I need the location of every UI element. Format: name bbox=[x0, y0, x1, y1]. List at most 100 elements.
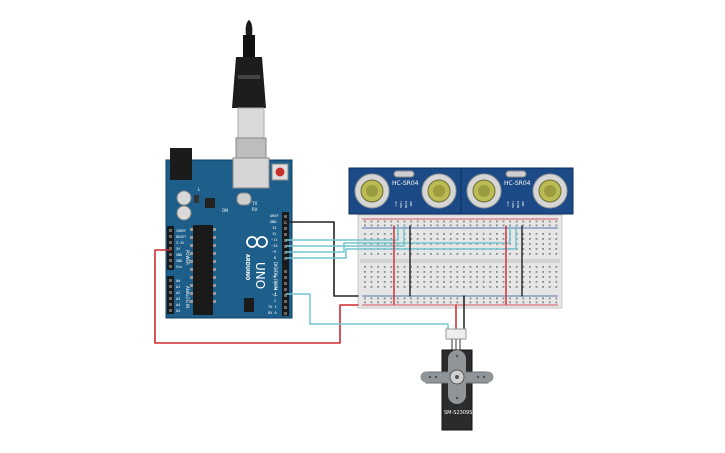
breadboard-hole bbox=[449, 286, 452, 288]
breadboard-hole bbox=[482, 301, 485, 304]
breadboard-hole bbox=[397, 220, 399, 223]
breadboard-hole bbox=[364, 301, 366, 304]
breadboard-hole bbox=[456, 220, 459, 223]
breadboard-hole bbox=[403, 281, 406, 283]
breadboard-hole bbox=[469, 220, 472, 223]
breadboard-hole bbox=[529, 238, 531, 240]
breadboard-hole bbox=[449, 276, 452, 278]
breadboard-hole bbox=[502, 233, 505, 235]
breadboard-hole bbox=[476, 224, 478, 227]
breadboard-hole bbox=[529, 224, 531, 227]
breadboard-hole bbox=[456, 276, 459, 278]
breadboard-hole bbox=[482, 271, 485, 273]
breadboard-hole bbox=[502, 301, 505, 304]
breadboard-hole bbox=[403, 253, 406, 255]
breadboard-hole bbox=[436, 233, 439, 235]
pin-label: GND bbox=[270, 220, 277, 224]
breadboard-hole bbox=[542, 224, 544, 227]
breadboard-hole bbox=[489, 276, 492, 278]
breadboard-hole bbox=[555, 238, 558, 240]
breadboard-hole bbox=[555, 233, 558, 235]
atmega-chip bbox=[193, 225, 213, 315]
breadboard-hole bbox=[456, 253, 459, 255]
breadboard-hole bbox=[476, 297, 478, 300]
breadboard-hole bbox=[482, 224, 485, 227]
breadboard-hole bbox=[548, 233, 551, 235]
breadboard-hole bbox=[522, 276, 525, 278]
breadboard-hole bbox=[364, 233, 366, 235]
breadboard-hole bbox=[542, 248, 544, 250]
breadboard-hole bbox=[456, 297, 459, 300]
breadboard-hole bbox=[542, 233, 544, 235]
breadboard-hole bbox=[443, 224, 445, 227]
breadboard-hole bbox=[489, 233, 492, 235]
breadboard-hole bbox=[456, 233, 459, 235]
breadboard-hole bbox=[397, 276, 399, 278]
wire-signal[interactable] bbox=[285, 225, 511, 253]
breadboard-hole bbox=[383, 243, 386, 245]
breadboard-hole bbox=[522, 281, 525, 283]
sensor-pin-label: ECHO bbox=[404, 201, 408, 208]
breadboard-hole bbox=[489, 238, 492, 240]
breadboard-hole bbox=[529, 243, 531, 245]
breadboard-hole bbox=[364, 271, 366, 273]
breadboard-hole bbox=[416, 271, 419, 273]
breadboard-hole bbox=[542, 276, 544, 278]
breadboard-hole bbox=[456, 224, 459, 227]
pin-label: 12 bbox=[272, 232, 276, 236]
ultrasonic-sensor[interactable]: HC-SR04 VCC TRIG ECHO GND bbox=[348, 167, 463, 215]
breadboard-hole bbox=[555, 286, 558, 288]
wire-servo-signal[interactable] bbox=[285, 293, 449, 331]
reset-button-icon[interactable] bbox=[271, 163, 289, 181]
breadboard-hole bbox=[548, 238, 551, 240]
wire-signal[interactable] bbox=[285, 225, 405, 247]
breadboard-hole bbox=[430, 238, 432, 240]
breadboard-hole bbox=[390, 281, 393, 283]
breadboard-hole bbox=[542, 253, 544, 255]
breadboard-hole bbox=[522, 266, 525, 268]
breadboard-hole bbox=[463, 238, 465, 240]
breadboard-hole bbox=[423, 271, 426, 273]
breadboard-hole bbox=[397, 271, 399, 273]
wire-gnd[interactable] bbox=[285, 221, 359, 297]
breadboard-hole bbox=[383, 220, 386, 223]
breadboard-hole bbox=[377, 286, 379, 288]
breadboard-hole bbox=[535, 243, 538, 245]
breadboard-hole bbox=[456, 281, 459, 283]
breadboard-hole bbox=[377, 233, 379, 235]
breadboard-hole bbox=[383, 224, 386, 227]
breadboard-hole bbox=[496, 276, 498, 278]
wire-5v[interactable] bbox=[154, 249, 359, 344]
breadboard-hole bbox=[410, 243, 412, 245]
breadboard-hole bbox=[548, 276, 551, 278]
breadboard-hole bbox=[542, 286, 544, 288]
arduino-uno-board[interactable]: ARDUINO UNO DIGITAL (PWM ~) POWER ANALOG… bbox=[165, 148, 293, 319]
breadboard-hole bbox=[496, 233, 498, 235]
breadboard-hole bbox=[548, 243, 551, 245]
servo-motor[interactable]: SM-S2309S bbox=[420, 328, 494, 431]
breadboard-hole bbox=[548, 224, 551, 227]
breadboard-hole bbox=[456, 243, 459, 245]
breadboard[interactable] bbox=[357, 214, 563, 309]
breadboard-hole bbox=[509, 271, 511, 273]
breadboard-hole bbox=[410, 224, 412, 227]
breadboard-hole bbox=[469, 243, 472, 245]
breadboard-hole bbox=[377, 281, 379, 283]
breadboard-hole bbox=[502, 271, 505, 273]
breadboard-hole bbox=[456, 238, 459, 240]
breadboard-hole bbox=[443, 253, 445, 255]
breadboard-hole bbox=[463, 281, 465, 283]
breadboard-hole bbox=[522, 271, 525, 273]
ultrasonic-sensor[interactable]: HC-SR04 VCC TRIG ECHO GND bbox=[460, 167, 574, 215]
power-label: POWER bbox=[185, 250, 190, 265]
breadboard-hole bbox=[449, 243, 452, 245]
breadboard-hole bbox=[397, 297, 399, 300]
wire-signal[interactable] bbox=[285, 225, 399, 241]
wire-signal[interactable] bbox=[285, 225, 517, 259]
breadboard-hole bbox=[502, 238, 505, 240]
breadboard-hole bbox=[403, 224, 406, 227]
on-led-label: ON bbox=[222, 208, 228, 213]
power-pin-label: RESET bbox=[176, 235, 186, 239]
breadboard-hole bbox=[377, 253, 379, 255]
breadboard-hole bbox=[555, 301, 558, 304]
